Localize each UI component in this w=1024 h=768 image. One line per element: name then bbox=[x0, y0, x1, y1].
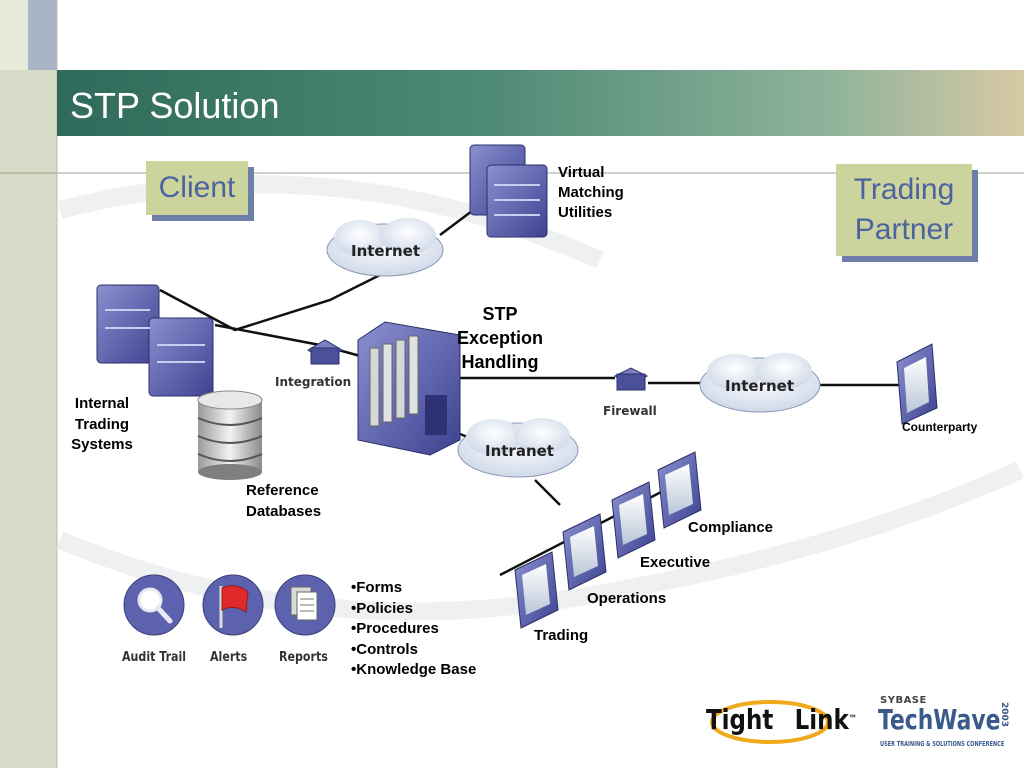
techwave-year: 2003 bbox=[999, 702, 1009, 728]
reports-tool bbox=[274, 574, 336, 636]
techwave-tagline: USER TRAINING & SOLUTIONS CONFERENCE bbox=[880, 740, 1005, 748]
workstation-operations bbox=[562, 513, 607, 591]
magnifier-icon bbox=[137, 587, 173, 624]
vmu-label: Virtual Matching Utilities bbox=[558, 164, 624, 221]
reference-databases-label: Reference Databases bbox=[246, 482, 322, 520]
trading-partner-line-2: Partner bbox=[854, 213, 954, 246]
stp-exception-label: STP Exception Handling bbox=[456, 304, 544, 372]
cloud-intranet-label: Intranet bbox=[485, 442, 554, 460]
bullet-item: Forms bbox=[351, 578, 476, 599]
counterparty-label: Counterparty bbox=[902, 420, 978, 434]
cloud-internet-top-label: Internet bbox=[351, 242, 421, 260]
bullet-item: Knowledge Base bbox=[351, 660, 476, 681]
workstation-compliance bbox=[657, 451, 702, 529]
integration-label: Integration bbox=[275, 375, 352, 389]
flag-icon bbox=[219, 585, 249, 628]
counterparty-terminal bbox=[896, 343, 938, 425]
sybase-logo-text: SYBASE bbox=[880, 695, 927, 706]
trading-partner-line-1: Trading bbox=[853, 173, 955, 206]
cloud-internet-top bbox=[326, 218, 444, 277]
internal-server-front bbox=[148, 317, 214, 397]
alerts-label: Alerts bbox=[210, 650, 248, 665]
cloud-internet-right-label: Internet bbox=[725, 377, 795, 395]
corner-block-dark bbox=[28, 0, 57, 70]
internal-systems-label: Internal Trading Systems bbox=[71, 395, 133, 453]
alerts-tool bbox=[202, 574, 264, 636]
resource-bullet-list: Forms Policies Procedures Controls Knowl… bbox=[351, 578, 476, 681]
reference-database bbox=[197, 390, 263, 480]
link-internal-to-integration bbox=[214, 323, 376, 362]
integration-device bbox=[307, 339, 343, 365]
audit-trail-tool bbox=[123, 574, 185, 636]
bullet-item: Policies bbox=[351, 599, 476, 620]
cloud-internet-right bbox=[699, 353, 821, 413]
operations-label: Operations bbox=[587, 590, 667, 607]
documents-icon bbox=[290, 586, 318, 621]
firewall-device bbox=[613, 367, 649, 391]
stp-hub-server bbox=[357, 321, 461, 456]
firewall-label: Firewall bbox=[603, 404, 657, 418]
client-box: Client bbox=[146, 161, 248, 215]
vmu-servers bbox=[469, 144, 548, 238]
executive-label: Executive bbox=[640, 554, 711, 571]
slide-title: STP Solution bbox=[70, 85, 280, 126]
reports-label: Reports bbox=[279, 650, 328, 665]
workstation-executive bbox=[611, 481, 656, 559]
cloud-intranet bbox=[457, 418, 579, 478]
left-margin-band bbox=[0, 0, 57, 768]
bullet-item: Procedures bbox=[351, 619, 476, 640]
workstation-trading bbox=[514, 551, 559, 629]
trading-partner-box: Trading Partner bbox=[836, 164, 972, 256]
internal-servers bbox=[96, 284, 214, 397]
client-label: Client bbox=[158, 171, 236, 204]
trading-label: Trading bbox=[534, 627, 589, 644]
bullet-item: Controls bbox=[351, 640, 476, 661]
audit-trail-label: Audit Trail bbox=[122, 650, 187, 665]
link-internal-to-internet bbox=[159, 268, 391, 332]
link-intranet-to-lan bbox=[534, 479, 561, 506]
title-band bbox=[57, 70, 1024, 136]
compliance-label: Compliance bbox=[688, 519, 774, 536]
tightlink-swoosh bbox=[710, 700, 830, 744]
techwave-logo-text: TechWave bbox=[878, 703, 1001, 736]
corner-block-light bbox=[0, 0, 28, 70]
